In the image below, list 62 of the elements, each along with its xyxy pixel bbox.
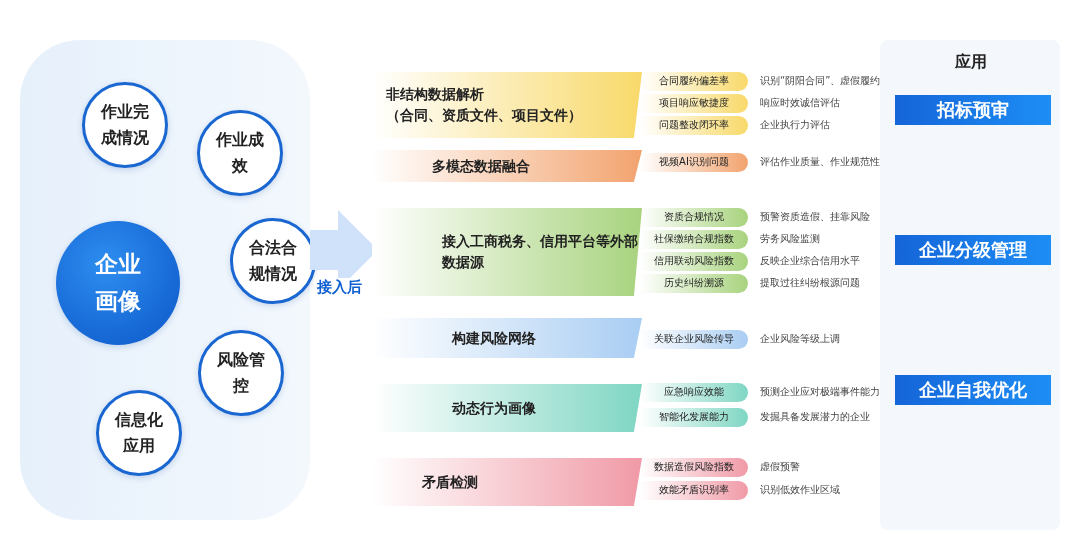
indicator-pill — [640, 229, 748, 249]
indicator-label: 效能矛盾识别率 — [659, 483, 729, 497]
indicator-pill — [640, 407, 748, 427]
indicator-pill — [640, 207, 748, 227]
indicator-description: 提取过往纠纷根源问题 — [760, 276, 860, 290]
edge-label: 接入后 — [314, 278, 364, 298]
circle-label: 合法合规情况 — [248, 237, 298, 285]
indicator-label: 社保缴纳合规指数 — [654, 232, 734, 246]
indicator-label: 合同履约偏差率 — [659, 74, 729, 88]
indicator-description: 企业风险等级上调 — [760, 332, 840, 346]
dimension-circle — [96, 390, 182, 476]
indicator-label: 关联企业风险传导 — [654, 332, 734, 346]
indicator-label: 智能化发展能力 — [659, 410, 729, 424]
dimension-circle — [82, 82, 168, 168]
indicator-description: 虚假预警 — [760, 460, 800, 474]
indicator-pill — [640, 251, 748, 271]
banner-label: 招标预审 — [937, 98, 1009, 122]
application-banner — [895, 95, 1051, 125]
band-label: 非结构数据解析 — [386, 85, 485, 104]
indicator-pill — [640, 93, 748, 113]
band-label: 接入工商税务、信用平台等外部数据源 — [442, 232, 639, 272]
indicator-label: 项目响应敏捷度 — [659, 96, 729, 110]
band-label: 矛盾检测 — [422, 472, 479, 492]
indicator-pill — [640, 382, 748, 402]
indicator-label: 问题整改闭环率 — [659, 118, 729, 132]
banner-label: 企业自我优化 — [919, 378, 1027, 402]
circle-label: 风险管控 — [216, 349, 266, 397]
indicator-pill — [640, 152, 748, 172]
indicator-description: 识别低效作业区域 — [760, 483, 840, 497]
band-label: （合同、资质文件、项目文件） — [386, 106, 583, 125]
application-banner — [895, 235, 1051, 265]
indicator-description: 劳务风险监测 — [760, 232, 820, 246]
indicator-label: 应急响应效能 — [664, 385, 724, 399]
indicator-label: 信用联动风险指数 — [654, 254, 734, 268]
band-label: 多模态数据融合 — [432, 156, 531, 176]
indicator-label: 数据造假风险指数 — [654, 460, 734, 474]
indicator-description: 评估作业质量、作业规范性 — [760, 155, 880, 169]
indicator-pill — [640, 71, 748, 91]
dimension-circle — [197, 110, 283, 196]
circle-label: 企业画像 — [94, 250, 142, 316]
dimension-circle — [198, 330, 284, 416]
indicator-pill — [640, 273, 748, 293]
indicator-pill — [640, 115, 748, 135]
indicator-description: 预警资质造假、挂靠风险 — [760, 210, 870, 224]
circle-label: 信息化应用 — [114, 409, 164, 457]
indicator-description: 反映企业综合信用水平 — [760, 254, 860, 268]
dimension-circle — [230, 218, 316, 304]
band-label: 构建风险网络 — [452, 328, 537, 348]
indicator-description: 识别“阴阳合同”、虚假履约 — [760, 74, 881, 88]
circle-label: 作业完成情况 — [100, 101, 150, 149]
column-heading: 应用 — [955, 52, 987, 73]
indicator-description: 企业执行力评估 — [760, 118, 830, 132]
indicator-label: 资质合规情况 — [664, 210, 724, 224]
band-label: 动态行为画像 — [452, 398, 537, 418]
indicator-label: 历史纠纷溯源 — [664, 276, 724, 290]
circle-label: 作业成效 — [215, 129, 265, 177]
indicator-label: 视频AI识别问题 — [659, 155, 729, 169]
application-banner — [895, 375, 1051, 405]
indicator-description: 发掘具备发展潜力的企业 — [760, 410, 870, 424]
indicator-description: 响应时效诚信评估 — [760, 96, 840, 110]
banner-label: 企业分级管理 — [919, 238, 1027, 262]
indicator-description: 预测企业应对极端事件能力 — [760, 385, 880, 399]
